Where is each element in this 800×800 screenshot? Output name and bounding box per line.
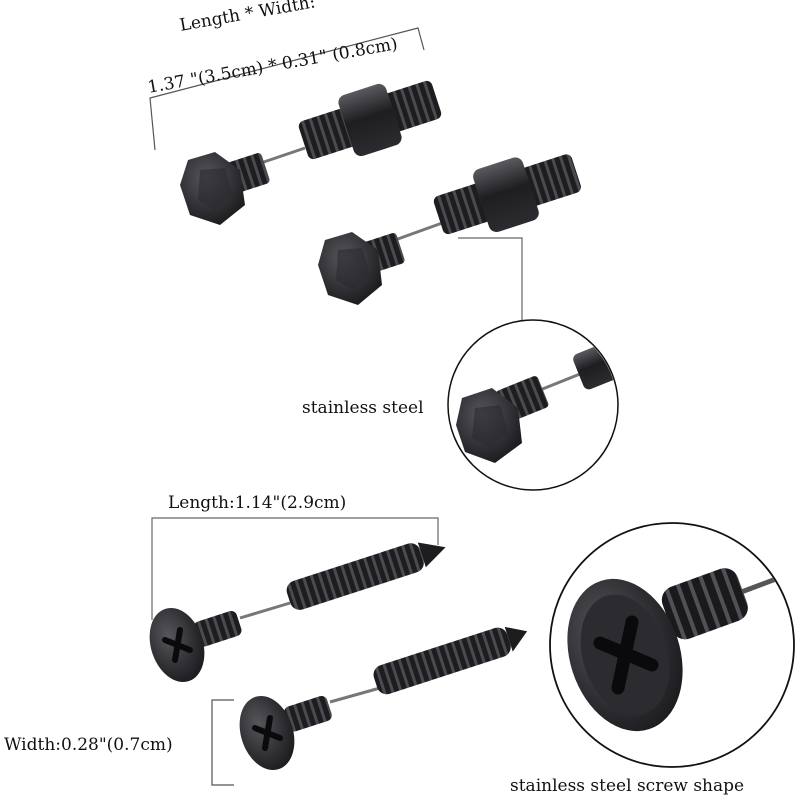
screw-length-label: Length:1.14"(2.9cm) (168, 493, 347, 513)
screw-width-bracket (211, 699, 234, 786)
screw-length-bracket (151, 517, 439, 620)
callout-line (458, 237, 523, 320)
bolt-earring-1 (180, 80, 442, 225)
screw-zoom-circle (549, 522, 795, 768)
screw-material-label: stainless steel screw shape (510, 776, 745, 796)
screw-earring-2 (239, 626, 528, 771)
bolt-material-label: stainless steel (302, 398, 424, 418)
bolt-zoom-circle (447, 319, 619, 491)
screw-width-label: Width:0.28"(0.7cm) (4, 735, 173, 755)
screw-earring-1 (149, 542, 446, 683)
bolt-dimension-bracket (149, 27, 425, 151)
bolt-earring-2 (318, 154, 581, 305)
